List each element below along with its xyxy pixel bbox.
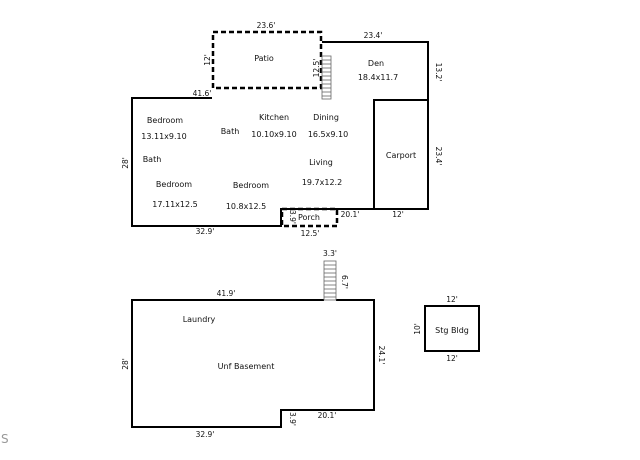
room-bedroom-2-size: 17.11x12.5 xyxy=(152,200,197,209)
main-left-dim: 28' xyxy=(121,157,130,169)
upper-floor: 23.6' Patio 12' 12.5' 23.4' Den 18.4x11.… xyxy=(121,21,443,238)
basement-top-dim: 41.9' xyxy=(217,289,236,298)
porch-right-dim: 20.1' xyxy=(341,210,360,219)
porch-depth-dim: 3.9' xyxy=(288,210,297,224)
unf-basement-label: Unf Basement xyxy=(218,362,275,371)
basement-right-dim: 24.1' xyxy=(377,346,386,365)
patio-right-dim: 12.5' xyxy=(312,59,321,78)
patio-stairs xyxy=(321,55,332,100)
carport-height-dim: 23.4' xyxy=(434,147,443,166)
laundry-label: Laundry xyxy=(183,315,216,324)
room-living-label: Living xyxy=(309,158,333,167)
stair-width-dim: 3.3' xyxy=(323,249,337,258)
watermark-mark: S xyxy=(1,432,9,446)
carport-label: Carport xyxy=(386,151,416,160)
patio-width-dim: 23.6' xyxy=(257,21,276,30)
basement-outline xyxy=(131,299,375,428)
room-dining-size: 16.5x9.10 xyxy=(308,130,348,139)
room-bath-1-label: Bath xyxy=(221,127,240,136)
patio-label: Patio xyxy=(254,54,274,63)
basement-bottom-dim: 32.9' xyxy=(196,430,215,439)
carport-width-dim: 12' xyxy=(392,210,404,219)
basement-left-dim: 28' xyxy=(121,358,130,370)
room-bedroom-1-label: Bedroom xyxy=(147,116,183,125)
room-bedroom-1-size: 13.11x9.10 xyxy=(141,132,186,141)
room-bedroom-2-label: Bedroom xyxy=(156,180,192,189)
den-size: 18.4x11.7 xyxy=(358,73,398,82)
room-bedroom-3-label: Bedroom xyxy=(233,181,269,190)
storage-building: Stg Bldg 12' 12' 10' xyxy=(413,295,480,363)
den-label: Den xyxy=(368,59,384,68)
den-top-dim: 23.4' xyxy=(364,31,383,40)
room-kitchen-label: Kitchen xyxy=(259,113,289,122)
room-bath-2-label: Bath xyxy=(143,155,162,164)
basement-step-right-dim: 20.1' xyxy=(318,411,337,420)
storage-bottom-dim: 12' xyxy=(446,354,458,363)
basement: 3.3' 6.7' 41.9' 28' 24.1' 32.9' 3.9' 20.… xyxy=(121,249,386,439)
porch-width-dim: 12.5' xyxy=(301,229,320,238)
room-living-size: 19.7x12.2 xyxy=(302,178,342,187)
stair-depth-dim: 6.7' xyxy=(340,275,349,289)
main-floor-outline xyxy=(131,41,429,227)
carport-outline xyxy=(373,99,429,210)
storage-top-dim: 12' xyxy=(446,295,458,304)
storage-outline xyxy=(424,305,480,352)
porch-label: Porch xyxy=(298,213,320,222)
storage-label: Stg Bldg xyxy=(435,326,469,335)
patio-outline xyxy=(211,30,323,90)
room-bedroom-3-size: 10.8x12.5 xyxy=(226,202,266,211)
basement-step-dim: 3.9' xyxy=(288,412,297,426)
room-kitchen-size: 10.10x9.10 xyxy=(251,130,296,139)
room-dining-label: Dining xyxy=(313,113,339,122)
porch-outline xyxy=(280,207,339,228)
main-bottom-dim: 32.9' xyxy=(196,227,215,236)
main-top-dim: 41.6' xyxy=(193,89,212,98)
den-right-dim: 13.2' xyxy=(434,63,443,82)
basement-stairs xyxy=(323,260,337,301)
storage-side-dim: 10' xyxy=(413,323,422,335)
patio-left-dim: 12' xyxy=(203,54,212,66)
